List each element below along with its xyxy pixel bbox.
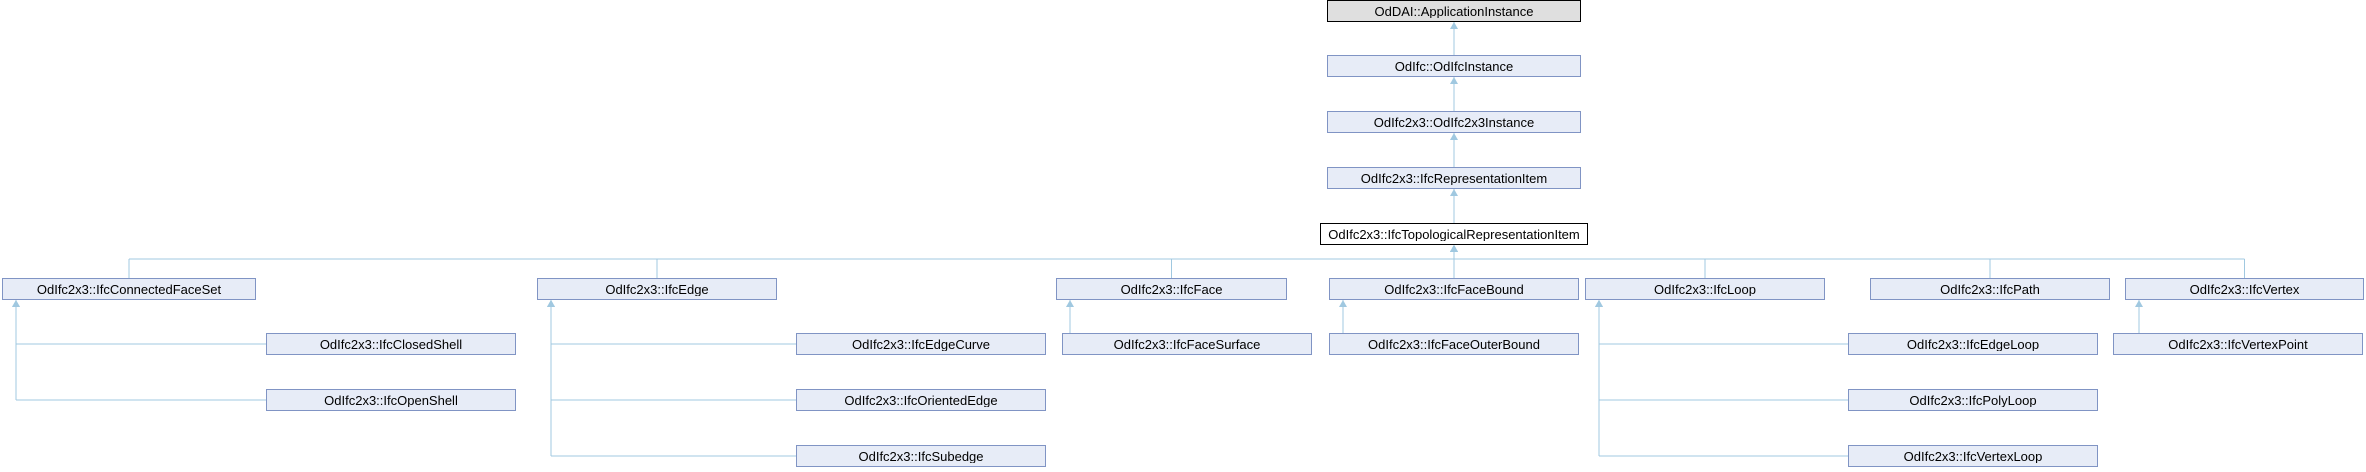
class-node[interactable]: OdIfc2x3::IfcOrientedEdge: [796, 389, 1046, 411]
inheritance-arrowhead: [547, 300, 555, 307]
class-node[interactable]: OdIfc2x3::IfcEdgeLoop: [1848, 333, 2098, 355]
inheritance-arrowhead: [547, 300, 555, 307]
inheritance-arrowhead: [1595, 300, 1603, 307]
class-node[interactable]: OdIfc2x3::IfcOpenShell: [266, 389, 516, 411]
class-node-label: OdIfc2x3::IfcEdge: [605, 282, 709, 296]
class-node[interactable]: OdIfc2x3::IfcVertexLoop: [1848, 445, 2098, 467]
class-node[interactable]: OdIfc2x3::IfcLoop: [1585, 278, 1825, 300]
inheritance-arrowhead: [1450, 245, 1458, 252]
class-node[interactable]: OdIfc2x3::IfcFaceSurface: [1062, 333, 1312, 355]
class-node[interactable]: OdIfc2x3::IfcEdgeCurve: [796, 333, 1046, 355]
inheritance-arrowhead: [1066, 300, 1074, 307]
class-node-label: OdIfc2x3::IfcEdgeCurve: [851, 337, 990, 351]
class-node-label: OdIfc2x3::IfcFaceSurface: [1113, 337, 1261, 351]
class-node-label: OdIfc2x3::IfcSubedge: [858, 449, 984, 463]
class-node[interactable]: OdIfc2x3::IfcClosedShell: [266, 333, 516, 355]
class-node-label: OdIfc2x3::IfcVertexPoint: [2168, 337, 2308, 351]
class-node[interactable]: OdIfc2x3::IfcPolyLoop: [1848, 389, 2098, 411]
inheritance-arrowhead: [2135, 300, 2143, 307]
class-node-label: OdIfc2x3::IfcFaceOuterBound: [1368, 337, 1540, 351]
inheritance-arrowhead: [1450, 245, 1458, 252]
class-node[interactable]: OdIfc2x3::IfcConnectedFaceSet: [2, 278, 256, 300]
class-node-label: OdDAI::ApplicationInstance: [1374, 4, 1534, 18]
class-node[interactable]: OdIfc2x3::IfcTopologicalRepresentationIt…: [1320, 223, 1588, 245]
class-node[interactable]: OdIfc2x3::OdIfc2x3Instance: [1327, 111, 1581, 133]
inheritance-arrowhead: [1450, 245, 1458, 252]
inheritance-arrowhead: [1450, 189, 1458, 196]
class-node[interactable]: OdIfc2x3::IfcRepresentationItem: [1327, 167, 1581, 189]
inheritance-arrowhead: [1450, 245, 1458, 252]
class-node[interactable]: OdIfc2x3::IfcSubedge: [796, 445, 1046, 467]
class-node[interactable]: OdIfc2x3::IfcVertexPoint: [2113, 333, 2363, 355]
class-node-label: OdIfc2x3::IfcVertex: [2189, 282, 2300, 296]
inheritance-arrowhead: [1595, 300, 1603, 307]
class-node-label: OdIfc2x3::OdIfc2x3Instance: [1373, 115, 1535, 129]
inheritance-arrowhead: [1339, 300, 1347, 307]
class-node[interactable]: OdIfc2x3::IfcEdge: [537, 278, 777, 300]
class-node-label: OdIfc2x3::IfcFaceBound: [1384, 282, 1524, 296]
inheritance-arrowhead: [547, 300, 555, 307]
class-node-label: OdIfc2x3::IfcOrientedEdge: [844, 393, 998, 407]
class-node[interactable]: OdIfc::OdIfcInstance: [1327, 55, 1581, 77]
class-node-label: OdIfc2x3::IfcPolyLoop: [1909, 393, 2037, 407]
inheritance-arrowhead: [1450, 77, 1458, 84]
inheritance-arrowhead: [1450, 245, 1458, 252]
class-node[interactable]: OdDAI::ApplicationInstance: [1327, 0, 1581, 22]
class-node[interactable]: OdIfc2x3::IfcPath: [1870, 278, 2110, 300]
class-node-label: OdIfc2x3::IfcFace: [1120, 282, 1223, 296]
class-node-label: OdIfc2x3::IfcTopologicalRepresentationIt…: [1328, 227, 1580, 241]
class-node[interactable]: OdIfc2x3::IfcVertex: [2125, 278, 2364, 300]
class-node-label: OdIfc2x3::IfcVertexLoop: [1903, 449, 2043, 463]
class-node-label: OdIfc2x3::IfcOpenShell: [324, 393, 458, 407]
class-node-label: OdIfc2x3::IfcRepresentationItem: [1360, 171, 1548, 185]
inheritance-arrowhead: [12, 300, 20, 307]
inheritance-arrowhead: [1450, 245, 1458, 252]
class-node-label: OdIfc2x3::IfcLoop: [1654, 282, 1756, 296]
inheritance-arrowhead: [1450, 133, 1458, 140]
class-node-label: OdIfc2x3::IfcClosedShell: [319, 337, 463, 351]
inheritance-arrowhead: [12, 300, 20, 307]
class-node[interactable]: OdIfc2x3::IfcFaceBound: [1329, 278, 1579, 300]
class-node-label: OdIfc2x3::IfcPath: [1940, 282, 2040, 296]
inheritance-arrowhead: [1595, 300, 1603, 307]
class-node-label: OdIfc2x3::IfcEdgeLoop: [1906, 337, 2040, 351]
class-node[interactable]: OdIfc2x3::IfcFace: [1056, 278, 1287, 300]
inheritance-arrowhead: [1450, 22, 1458, 29]
class-node-label: OdIfc2x3::IfcConnectedFaceSet: [36, 282, 222, 296]
class-node-label: OdIfc::OdIfcInstance: [1394, 59, 1514, 73]
inheritance-arrowhead: [1450, 245, 1458, 252]
class-node[interactable]: OdIfc2x3::IfcFaceOuterBound: [1329, 333, 1579, 355]
